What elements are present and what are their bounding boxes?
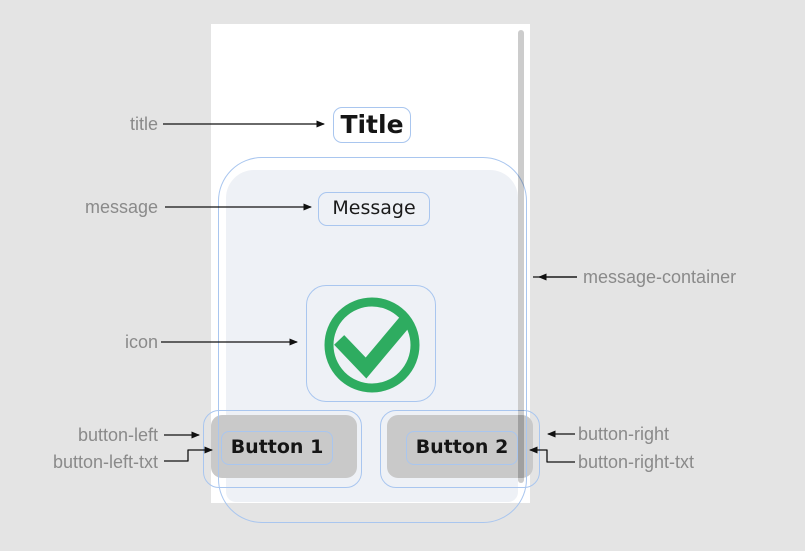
button-right-text-overlay[interactable]: Button 2 <box>406 431 518 465</box>
message-overlay: Message <box>318 192 430 226</box>
callout-title: title <box>129 114 158 134</box>
callout-icon: icon <box>124 332 158 352</box>
button-right[interactable] <box>387 415 533 478</box>
callout-button-left: button-left <box>77 425 158 445</box>
button-right-overlay <box>380 410 540 488</box>
button-left-overlay <box>203 410 362 488</box>
callout-button-right: button-right <box>578 424 670 444</box>
callout-message: message <box>84 197 158 217</box>
message-text: Message <box>332 196 416 219</box>
title-text: Title <box>340 109 404 139</box>
callout-button-right-txt: button-right-txt <box>578 452 695 472</box>
scrollbar-thumb[interactable] <box>518 30 524 483</box>
button-right-label: Button 2 <box>415 436 509 458</box>
check-circle-icon <box>324 297 420 393</box>
callout-button-left-txt: button-left-txt <box>52 452 158 472</box>
icon-overlay <box>306 285 436 402</box>
button-left-text-overlay[interactable]: Button 1 <box>221 431 333 465</box>
message-container-overlay <box>218 157 527 523</box>
title-overlay: Title <box>333 107 411 143</box>
button-left-label: Button 1 <box>230 436 324 458</box>
callout-message-container: message-container <box>583 267 737 287</box>
